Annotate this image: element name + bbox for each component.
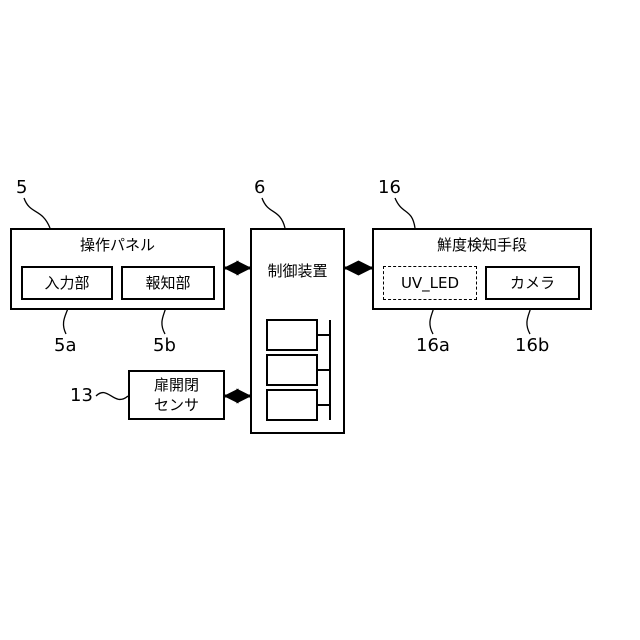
door-sensor-label-line1: 扉開閉 (128, 376, 225, 394)
operation-panel-label: 操作パネル (10, 236, 225, 254)
ref-5: 5 (16, 178, 27, 198)
controller-box (250, 228, 345, 434)
leader-16 (395, 198, 415, 228)
leader-5 (24, 198, 50, 228)
input-unit-label: 入力部 (21, 274, 113, 292)
controller-label: 制御装置 (250, 262, 345, 280)
uv-led-label: UV_LED (383, 274, 477, 292)
ref-6: 6 (254, 178, 265, 198)
freshness-detector-label: 鮮度検知手段 (372, 236, 592, 254)
ref-16b: 16b (515, 336, 549, 356)
leader-6 (262, 198, 285, 228)
camera-label: カメラ (485, 274, 580, 292)
leader-13 (96, 393, 128, 400)
ref-16: 16 (378, 178, 401, 198)
notify-unit-label: 報知部 (121, 274, 215, 292)
ref-13: 13 (70, 386, 93, 406)
ref-5a: 5a (54, 336, 76, 356)
ref-5b: 5b (153, 336, 176, 356)
door-sensor-label-line2: センサ (128, 396, 225, 414)
ref-16a: 16a (416, 336, 450, 356)
